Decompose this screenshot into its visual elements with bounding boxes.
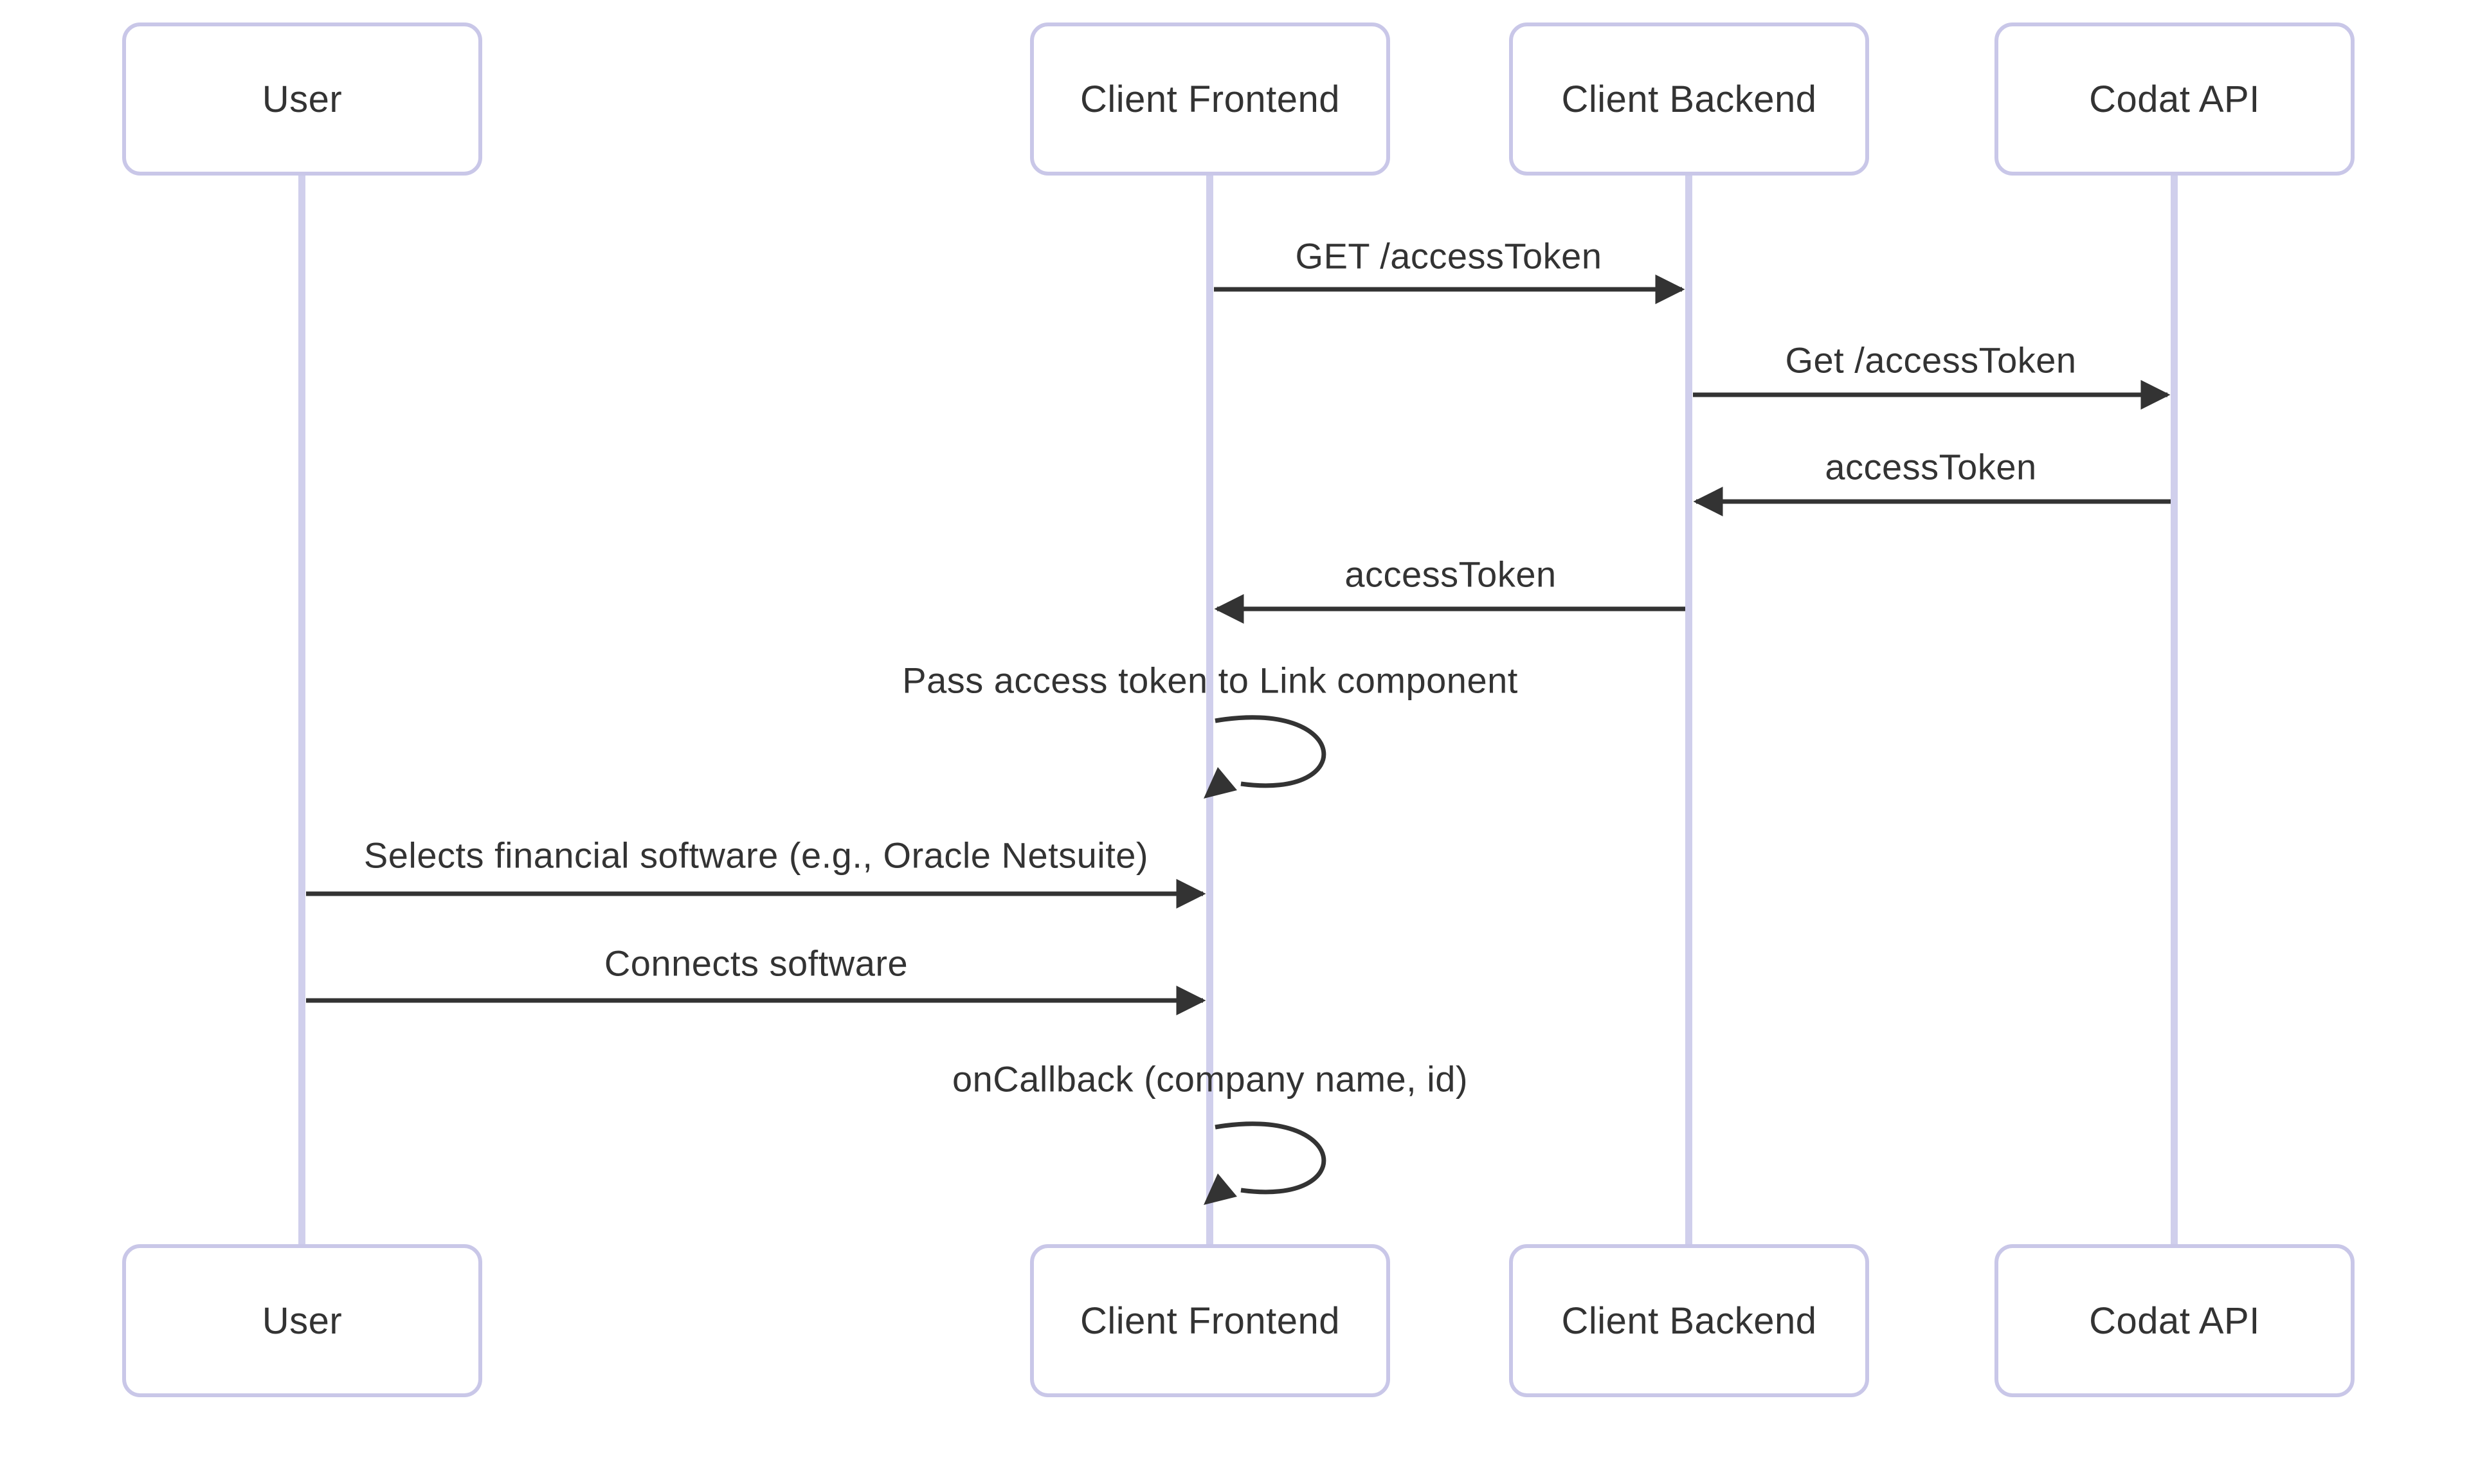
lifeline-client-backend [1685, 176, 1692, 1244]
message-label-accesstoken-return-backend: accessToken [1344, 554, 1557, 595]
actor-box-user-bottom: User [122, 1244, 482, 1397]
lifeline-client-frontend [1206, 176, 1213, 1244]
message-label-get-accesstoken-codat: Get /accessToken [1785, 339, 2077, 381]
actor-label-client-backend-bottom: Client Backend [1561, 1299, 1817, 1342]
self-loop-oncallback [1215, 1121, 1326, 1195]
actor-box-codat-api-top: Codat API [1994, 23, 2355, 176]
self-loop-pass-access-token [1215, 715, 1326, 788]
self-loop-pass-access-token-arrowhead [1204, 767, 1237, 799]
message-label-connects-software: Connects software [604, 943, 909, 984]
actor-label-user: User [262, 78, 343, 120]
actor-box-client-frontend-top: Client Frontend [1030, 23, 1390, 176]
message-label-accesstoken-return-codat: accessToken [1825, 446, 2037, 487]
actor-label-codat-api: Codat API [2089, 78, 2260, 120]
actor-label-client-frontend-bottom: Client Frontend [1080, 1299, 1341, 1342]
lifeline-user [298, 176, 305, 1244]
actor-box-codat-api-bottom: Codat API [1994, 1244, 2355, 1397]
message-label-oncallback: onCallback (company name, id) [952, 1058, 1468, 1099]
message-label-pass-access-token: Pass access token to Link component [902, 660, 1518, 701]
actor-box-client-frontend-bottom: Client Frontend [1030, 1244, 1390, 1397]
lifeline-codat-api [2171, 176, 2178, 1244]
actor-label-client-backend: Client Backend [1561, 78, 1817, 120]
actor-label-client-frontend: Client Frontend [1080, 78, 1341, 120]
self-loop-oncallback-arrowhead [1204, 1173, 1237, 1205]
actor-label-user-bottom: User [262, 1299, 343, 1342]
actor-box-client-backend-top: Client Backend [1509, 23, 1869, 176]
actor-box-client-backend-bottom: Client Backend [1509, 1244, 1869, 1397]
message-label-selects-software: Selects financial software (e.g., Oracle… [363, 835, 1149, 876]
actor-label-codat-api-bottom: Codat API [2089, 1299, 2260, 1342]
message-label-get-accesstoken: GET /accessToken [1295, 235, 1602, 276]
actor-box-user-top: User [122, 23, 482, 176]
